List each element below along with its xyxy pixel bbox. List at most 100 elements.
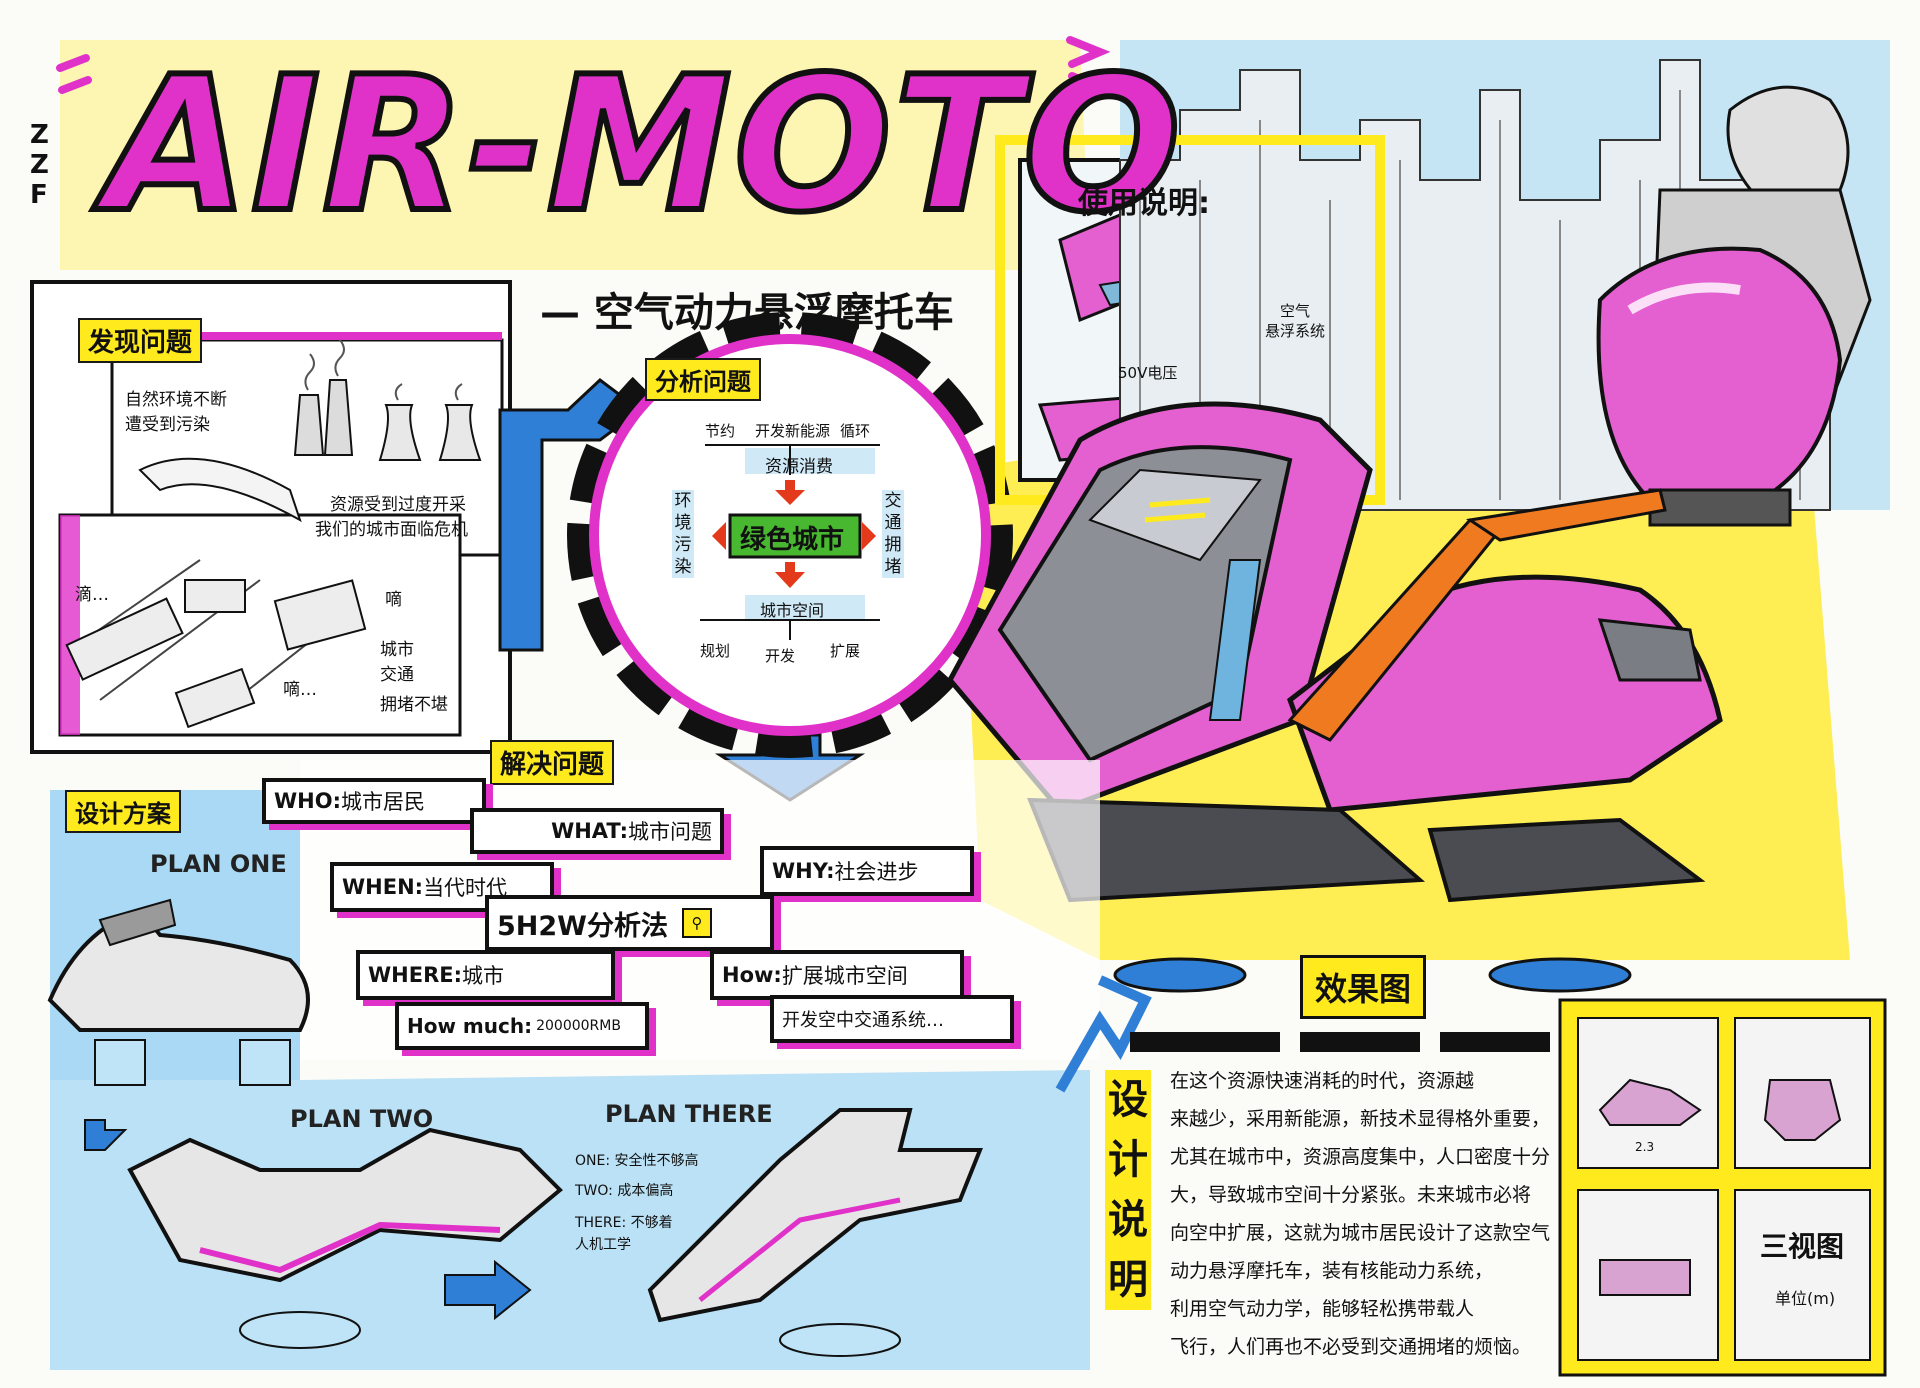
rider-helmet: [1726, 85, 1850, 202]
plan-one-swoosh: [98, 898, 177, 947]
analysis-top-sub: 资源消费: [765, 457, 833, 477]
explain-label: 设 计 说 明: [1105, 1070, 1151, 1310]
explain-line-8: 飞行，人们再也不必受到交通拥堵的烦恼。: [1170, 1336, 1532, 1358]
design-note-2: TWO: 成本偏高: [575, 1183, 674, 1199]
explain-bar-gap2: [1420, 1032, 1440, 1052]
views-label: 三视图: [1760, 1230, 1845, 1263]
who-value: 城市居民: [341, 790, 425, 814]
view-1-sketch: [1598, 1078, 1702, 1126]
who-key: WHO:: [274, 789, 341, 813]
bottom-sub-box: [745, 595, 865, 619]
top-sub-box: [745, 448, 875, 474]
analysis-bottom-3: 扩展: [830, 642, 861, 660]
solve-how2: 开发空中交通系统…: [770, 995, 1014, 1043]
design-note-4: 人机工学: [575, 1237, 631, 1253]
truck: [273, 579, 367, 651]
analysis-right-vert: 交通拥堵: [882, 490, 904, 578]
discover-note1-b: 遭受到污染: [125, 415, 210, 435]
page-title: AIR-MOTO: [102, 36, 1184, 253]
solve-howmuch: How much:200000RMB: [395, 1002, 649, 1050]
plan-arrow-1: [84, 1119, 128, 1151]
how2-value: 开发空中交通系统…: [782, 1010, 944, 1031]
explain-line-3: 尤其在城市中，资源高度集中，人口密度十分: [1170, 1146, 1551, 1168]
why-value: 社会进步: [834, 860, 919, 884]
vehicle-base-rear: [1427, 817, 1706, 903]
how-value: 扩展城市空间: [781, 964, 908, 988]
traffic-label-4: 城市: [380, 640, 414, 660]
discover-label: 发现问题: [78, 318, 203, 363]
magnifier-icon: ⚲: [681, 908, 712, 938]
plan-two-thruster: [239, 1311, 361, 1349]
solve-where: WHERE:城市: [356, 950, 615, 1000]
what-value: 城市问题: [628, 820, 712, 844]
thruster-right: [1488, 957, 1632, 993]
discover-note2-b: 我们的城市面临危机: [315, 520, 468, 540]
page-subtitle: — 空气动力悬浮摩托车: [540, 290, 954, 336]
design-label: 设计方案: [65, 790, 181, 833]
solve-how: How:扩展城市空间: [710, 950, 964, 1000]
explain-line-2: 来越少，采用新能源，新技术显得格外重要，: [1170, 1108, 1551, 1130]
center-text: 5H2W分析法: [497, 910, 668, 942]
process-arrow: [498, 378, 643, 652]
solve-who: WHO:城市居民: [262, 778, 486, 824]
explain-line-7: 利用空气动力学，能够轻松携带载人: [1170, 1298, 1475, 1320]
center-box: [728, 513, 862, 559]
traffic-label-2: 嘀: [385, 590, 402, 610]
design-note-1: ONE: 安全性不够高: [575, 1153, 699, 1169]
chimney-2: [323, 379, 354, 456]
vehicle-bar-top: [1465, 488, 1667, 542]
views-dim: 2.3: [1635, 1140, 1655, 1154]
solve-center: 5H2W分析法 ⚲: [485, 895, 774, 951]
discover-img1-shadow: [112, 332, 502, 340]
plan-one-label: PLAN ONE: [150, 850, 287, 878]
plan-one-thruster-r: [239, 1039, 291, 1086]
solve-when: WHEN:当代时代: [330, 862, 554, 912]
explain-bar: [1130, 1032, 1550, 1052]
view-3-sketch: [1599, 1259, 1691, 1296]
where-value: 城市: [462, 964, 504, 988]
discover-note1-a: 自然环境不断: [125, 390, 227, 410]
vehicle-rear-window: [1597, 618, 1702, 682]
cooling-tower-1: [378, 404, 422, 461]
howmuch-value: 200000RMB: [536, 1018, 621, 1034]
view-2-sketch: [1763, 1079, 1842, 1141]
explain-char-3: 说: [1108, 1197, 1148, 1243]
discover-img2-pink: [60, 515, 80, 735]
arrow-down: [775, 562, 805, 588]
plan-three-trim: [698, 1197, 901, 1302]
arrow-left: [712, 522, 726, 550]
explain-text: 在这个资源快速消耗的时代，资源越 来越少，采用新能源，新技术显得格外重要， 尤其…: [1170, 1062, 1555, 1366]
bus: [65, 597, 184, 681]
river-swoosh: [138, 457, 302, 523]
explain-bar-gap1: [1280, 1032, 1300, 1052]
circle-lines: [700, 444, 880, 640]
analysis-top-2: 开发新能源: [755, 422, 831, 440]
when-key: WHEN:: [342, 875, 424, 899]
solve-label: 解决问题: [490, 740, 615, 785]
views-unit: 单位(m): [1775, 1289, 1836, 1308]
usage-air-1: 空气: [1280, 302, 1311, 320]
where-key: WHERE:: [368, 963, 462, 987]
plan-arrow-2: [444, 1259, 532, 1321]
thruster-left: [1113, 957, 1247, 993]
discover-note2-a: 资源受到过度开采: [330, 495, 466, 515]
solve-why: WHY:社会进步: [760, 846, 974, 896]
explain-line-4: 大，导致城市空间十分紧张。未来城市必将: [1170, 1184, 1532, 1206]
analysis-top-3: 循环: [840, 422, 871, 440]
analysis-left-vert: 环境污染: [672, 490, 694, 578]
pod-base: [1648, 488, 1792, 527]
plan-three-thruster: [779, 1323, 901, 1357]
how-key: How:: [722, 963, 782, 987]
analysis-top-1: 节约: [705, 422, 736, 440]
explain-line-5: 向空中扩展，这就为城市居民设计了这款空气: [1170, 1222, 1551, 1244]
traffic-label-1: 滴…: [75, 585, 109, 605]
explain-arrow: [1055, 975, 1152, 1093]
pod-highlight: [1627, 282, 1741, 315]
why-key: WHY:: [772, 859, 835, 883]
usage-air-2: 悬浮系统: [1265, 322, 1326, 340]
analysis-center: 绿色城市: [740, 525, 845, 555]
arrow-up: [775, 480, 805, 505]
usage-label: 使用说明:: [1078, 186, 1210, 221]
render-label: 效果图: [1300, 955, 1427, 1019]
quote-mark-left: [56, 54, 92, 94]
